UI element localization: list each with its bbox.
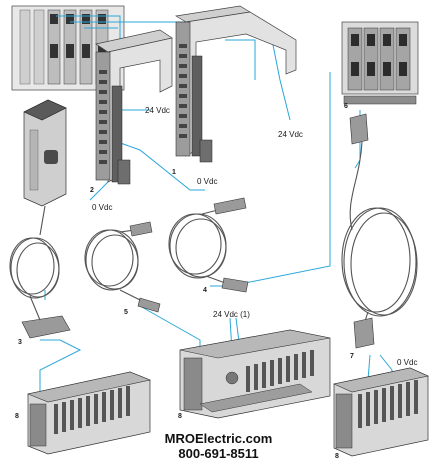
- callout-8-right: 8: [335, 453, 339, 460]
- coiled-cables: [9, 141, 418, 331]
- label-24vdc-c: 24 Vdc (1): [213, 310, 250, 319]
- label-0vdc-c: 0 Vdc: [397, 358, 418, 367]
- callout-8-center: 8: [178, 413, 182, 420]
- terminal-block-right: [333, 367, 429, 457]
- watermark-phone: 800-691-8511: [178, 446, 259, 461]
- sub-base-1: [174, 5, 297, 163]
- label-24vdc-a: 24 Vdc: [145, 106, 170, 115]
- label-0vdc-b: 0 Vdc: [92, 203, 113, 212]
- watermark-brand: MROElectric.com: [164, 431, 273, 446]
- callout-7: 7: [350, 353, 354, 360]
- sub-base-2: [95, 29, 173, 185]
- callout-3: 3: [18, 339, 22, 346]
- module-6: [341, 21, 419, 105]
- callout-1: 1: [172, 169, 176, 176]
- terminal-block-center: [179, 329, 331, 419]
- label-24vdc-b: 24 Vdc: [278, 130, 303, 139]
- callout-2: 2: [90, 187, 94, 194]
- connector-module-left: [23, 99, 67, 207]
- callout-8-left: 8: [15, 413, 19, 420]
- callout-5: 5: [124, 309, 128, 316]
- callout-6: 6: [344, 103, 348, 110]
- terminal-block-left: [26, 371, 152, 455]
- cable-connectors: [21, 113, 375, 349]
- callout-4: 4: [203, 287, 207, 294]
- label-0vdc-a: 0 Vdc: [197, 177, 218, 186]
